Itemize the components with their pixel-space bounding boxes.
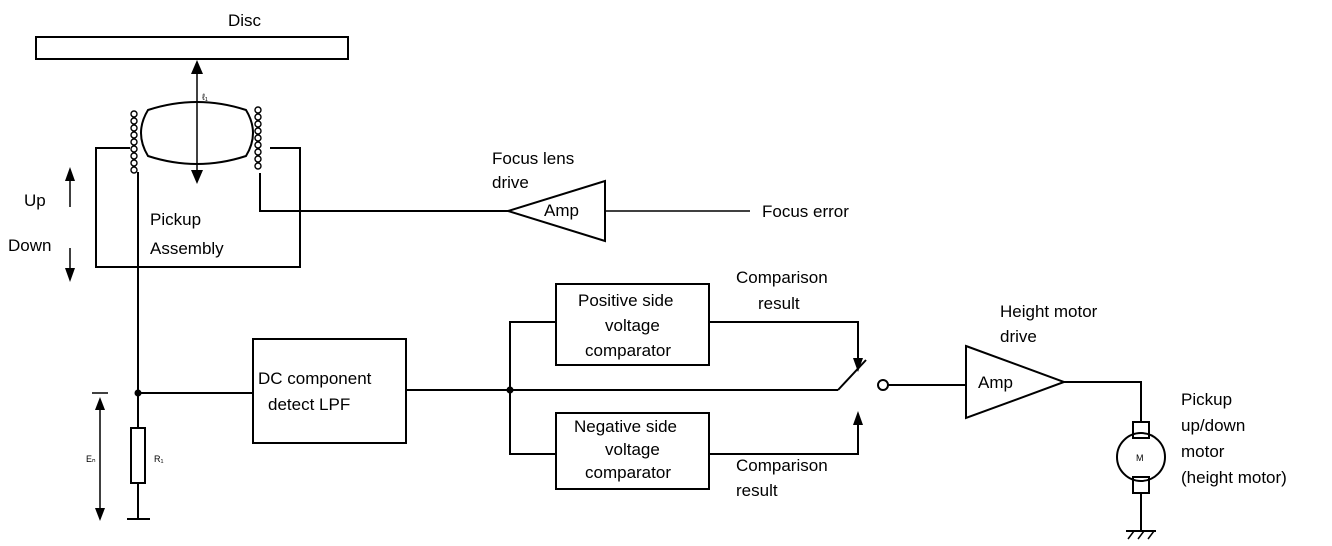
coil-loop: [130, 124, 138, 132]
switch-contact: [877, 379, 889, 391]
coil-loop: [254, 155, 262, 163]
pickup-label-line2: Assembly: [150, 239, 224, 258]
cmp-bot-label-line1: Comparison: [736, 456, 828, 475]
height-amp-label: Amp: [978, 373, 1013, 392]
split-wire-down: [509, 390, 556, 455]
pos-label-line2: voltage: [605, 316, 660, 335]
dc-lpf-label-line1: DC component: [258, 369, 372, 388]
motor-desc-line3: motor: [1181, 442, 1225, 461]
down-label: Down: [8, 236, 51, 255]
split-wire-up: [509, 321, 556, 390]
motor-brush-top: [1132, 421, 1150, 439]
positive-result-arrow: [853, 358, 863, 372]
resistor-r1: [130, 427, 146, 484]
coil-loop: [254, 106, 262, 114]
coil-loop: [130, 138, 138, 146]
height-drive-label-line1: Height motor: [1000, 302, 1098, 321]
coil-left: [130, 110, 138, 174]
down-arrow: [65, 248, 75, 282]
coil-loop: [254, 148, 262, 156]
switch-blade: [837, 359, 867, 391]
cmp-top-label-line2: result: [758, 294, 800, 313]
coil-loop: [130, 117, 138, 125]
negative-comparator-box: [555, 412, 710, 490]
coil-loop: [254, 134, 262, 142]
coil-loop: [254, 127, 262, 135]
pickup-assembly-frame: [95, 147, 301, 268]
dc-component-lpf-box: [252, 338, 407, 444]
coil-loop: [130, 110, 138, 118]
focus-drive-label-line2: drive: [492, 173, 529, 192]
neg-label-line2: voltage: [605, 440, 660, 459]
focus-lens: [140, 101, 254, 165]
up-label: Up: [24, 191, 46, 210]
coil-loop: [130, 131, 138, 139]
pos-label-line1: Positive side: [578, 291, 673, 310]
pickup-label-line1: Pickup: [150, 210, 201, 229]
motor-body: [1116, 432, 1166, 482]
up-arrow: [65, 167, 75, 207]
negative-result-wire: [709, 420, 859, 455]
resistor-label: R₁: [154, 454, 164, 464]
coil-loop: [254, 120, 262, 128]
height-drive-label-line2: drive: [1000, 327, 1037, 346]
motor-label: M: [1136, 453, 1144, 463]
positive-result-wire: [709, 321, 859, 363]
pos-label-line3: comparator: [585, 341, 671, 360]
dc-lpf-label-line2: detect LPF: [268, 395, 350, 414]
distance-arrow: [191, 60, 203, 184]
motor-feed-wire: [1064, 381, 1142, 422]
coil-loop: [130, 145, 138, 153]
motor-desc-line1: Pickup: [1181, 390, 1232, 409]
coil-loop: [254, 162, 262, 170]
coil-right: [254, 106, 262, 170]
voltage-label: Eₙ: [86, 454, 96, 464]
focus-amp-label: Amp: [544, 201, 579, 220]
coil-loop: [130, 152, 138, 160]
focus-error-label: Focus error: [762, 202, 849, 221]
cmp-top-label-line1: Comparison: [736, 268, 828, 287]
positive-comparator-box: [555, 283, 710, 366]
height-amp: [965, 344, 1067, 420]
focus-coil-wire: [259, 173, 508, 212]
coil-loop: [130, 159, 138, 167]
motor-desc-line4: (height motor): [1181, 468, 1287, 487]
disc-label: Disc: [228, 11, 262, 30]
distance-label: ℓ₁: [202, 92, 208, 102]
neg-label-line1: Negative side: [574, 417, 677, 436]
coil-loop: [254, 141, 262, 149]
coil-loop: [130, 166, 138, 174]
motor-desc-line2: up/down: [1181, 416, 1245, 435]
disc: [35, 36, 349, 60]
voltage-arrow: [92, 392, 108, 521]
focus-drive-label-line1: Focus lens: [492, 149, 574, 168]
negative-result-arrow: [853, 411, 863, 425]
ground-hatch: [1127, 530, 1155, 540]
neg-label-line3: comparator: [585, 463, 671, 482]
cmp-bot-label-line2: result: [736, 481, 778, 500]
coil-loop: [254, 113, 262, 121]
